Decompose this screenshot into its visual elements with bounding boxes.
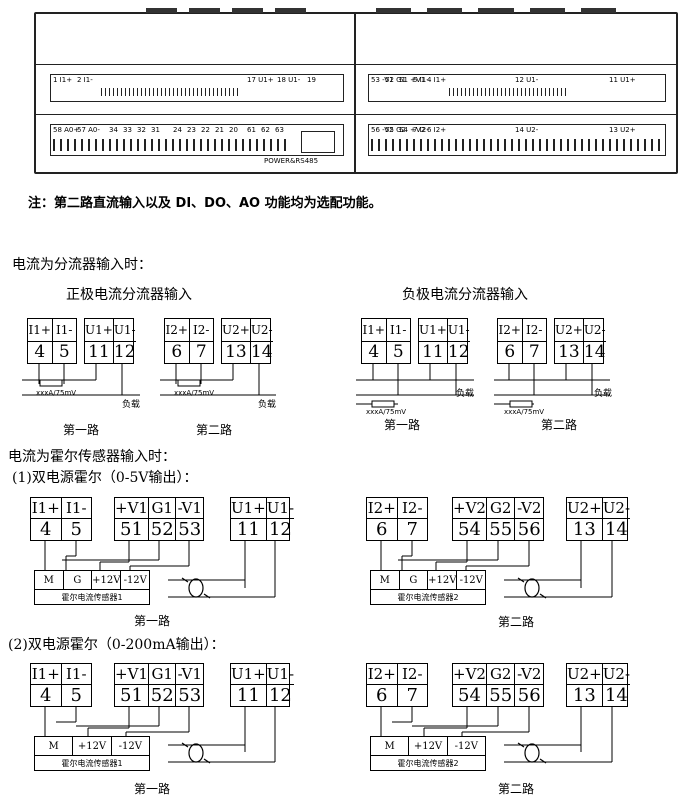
device-top-bumps (376, 8, 617, 13)
device-divider (356, 114, 676, 115)
terminal-block-hall1-ch1-current: I1+4 I1-5 (30, 497, 92, 541)
terminal-label: 6 I2+ (427, 126, 447, 134)
terminal-label: 51 +V1 (399, 76, 426, 84)
hall-sensor-1: M G +12V -12V 霍尔电流传感器1 (34, 570, 150, 605)
shunt-rating-label: xxxA/75mV (504, 408, 545, 416)
device-divider (356, 64, 676, 65)
shunt-rating-label: xxxA/75mV (366, 408, 407, 416)
terminal-block-pos-ch1-voltage: U1+11 U1-12 (84, 318, 136, 364)
terminal-label: 2 I1- (77, 76, 93, 84)
hall-sub1-title: (1)双电源霍尔（0-5V输出）： (12, 470, 198, 486)
terminal-label: 58 A0+ (53, 126, 80, 134)
terminal-block-neg-ch2-voltage: U2+13 U2-14 (554, 318, 606, 364)
terminal-label: 62 (261, 126, 270, 134)
terminal-label: 52 G1 (385, 76, 407, 84)
terminal-label: 1 I1+ (53, 76, 73, 84)
load-label: 负载 (258, 400, 277, 410)
terminal-label: 23 (187, 126, 196, 134)
terminal-label: 4 I1+ (427, 76, 447, 84)
device-left: 1 I1+ 2 I1- 17 U1+ 18 U1- 19 58 A0+ 57 A… (34, 8, 358, 174)
hall-sensor-3: M +12V -12V 霍尔电流传感器1 (34, 736, 150, 771)
terminal-block-hall2-ch1-voltage: U1+11 U1-12 (230, 663, 295, 707)
channel1-caption: 第一路 (63, 423, 100, 437)
load-label: 负载 (122, 400, 141, 410)
terminal-label: 7 I2- (413, 126, 429, 134)
terminal-label: 13 U2+ (609, 126, 636, 134)
terminal-label: 11 U1+ (609, 76, 636, 84)
port-label: POWER&RS485 (264, 157, 319, 165)
terminal-label: 61 (247, 126, 256, 134)
terminal-label: 54 +V2 (399, 126, 426, 134)
terminal-label: 21 (215, 126, 224, 134)
terminal-block-hall1-ch2-voltage: U2+13 U2-14 (566, 497, 631, 541)
device-divider (36, 114, 356, 115)
terminal-label: 17 U1+ (247, 76, 274, 84)
rs485-port-icon (301, 131, 335, 153)
hall-sensor-4: M +12V -12V 霍尔电流传感器2 (370, 736, 486, 771)
shunt-rating-label: xxxA/75mV (174, 389, 215, 397)
optional-feature-note: 注：第二路直流输入以及 DI、DO、AO 功能均为选配功能。 (28, 196, 382, 211)
channel2-caption: 第二路 (498, 615, 535, 629)
positive-shunt-title: 正极电流分流器输入 (66, 287, 192, 303)
terminal-block-pos-ch2-voltage: U2+13 U2-14 (221, 318, 273, 364)
terminal-row-upper: 53 -V1 52 G1 51 +V1 5 I1- 4 I1+ 12 U1- 1… (368, 74, 666, 102)
terminal-label: 57 A0- (77, 126, 100, 134)
terminal-block-pos-ch1-current: I1+4 I1-5 (27, 318, 77, 364)
terminal-label: 19 (307, 76, 316, 84)
terminal-label: 5 I1- (413, 76, 429, 84)
terminal-block-hall1-ch1-voltage: U1+11 U1-12 (230, 497, 295, 541)
terminal-label: 18 U1- (277, 76, 301, 84)
terminal-row-upper: 1 I1+ 2 I1- 17 U1+ 18 U1- 19 (50, 74, 344, 102)
terminal-label: 20 (229, 126, 238, 134)
channel1-caption: 第一路 (134, 614, 171, 628)
terminal-block-neg-ch1-current: I1+4 I1-5 (361, 318, 411, 364)
negative-shunt-title: 负极电流分流器输入 (402, 287, 528, 303)
load-label: 负载 (594, 389, 613, 399)
terminal-label: 56 -V2 (371, 126, 394, 134)
terminal-label: 14 U2- (515, 126, 539, 134)
terminal-label: 32 (137, 126, 146, 134)
terminal-block-hall2-ch2-current: I2+6 I2-7 (366, 663, 428, 707)
shunt-rating-label: xxxA/75mV (36, 389, 77, 397)
terminal-label: 31 (151, 126, 160, 134)
terminal-label: 33 (123, 126, 132, 134)
terminal-block-hall1-ch2-current: I2+6 I2-7 (366, 497, 428, 541)
hall-sensor-2: M G +12V -12V 霍尔电流传感器2 (370, 570, 486, 605)
terminal-block-pos-ch2-current: I2+6 I2-7 (164, 318, 214, 364)
terminal-label: 34 (109, 126, 118, 134)
channel2-caption: 第二路 (498, 782, 535, 796)
channel2-caption: 第二路 (541, 418, 578, 432)
terminal-row-lower: 58 A0+ 57 A0- 34 33 32 31 24 23 22 21 20… (50, 124, 344, 156)
terminal-label: 22 (201, 126, 210, 134)
terminal-block-hall2-ch1-current: I1+4 I1-5 (30, 663, 92, 707)
device-top-bumps (146, 8, 306, 13)
terminal-label: 63 (275, 126, 284, 134)
hall-sub2-title: (2)双电源霍尔（0-200mA输出）： (8, 637, 225, 653)
shunt-section-title: 电流为分流器输入时： (12, 257, 152, 273)
terminal-block-neg-ch1-voltage: U1+11 U1-12 (418, 318, 470, 364)
terminal-label: 53 -V1 (371, 76, 394, 84)
terminal-block-neg-ch2-current: I2+6 I2-7 (497, 318, 547, 364)
device-right: 53 -V1 52 G1 51 +V1 5 I1- 4 I1+ 12 U1- 1… (354, 8, 678, 174)
channel1-caption: 第一路 (134, 782, 171, 796)
terminal-label: 55 G2 (385, 126, 407, 134)
terminal-row-lower: 56 -V2 55 G2 54 +V2 7 I2- 6 I2+ 14 U2- 1… (368, 124, 666, 156)
terminal-label: 24 (173, 126, 182, 134)
channel2-caption: 第二路 (196, 423, 233, 437)
terminal-label: 12 U1- (515, 76, 539, 84)
channel1-caption: 第一路 (384, 418, 421, 432)
load-label: 负载 (456, 389, 475, 399)
device-divider (36, 64, 356, 65)
current-clamp-icon (181, 577, 547, 764)
terminal-block-hall2-ch2-voltage: U2+13 U2-14 (566, 663, 631, 707)
hall-section-title: 电流为霍尔传感器输入时： (8, 449, 176, 465)
